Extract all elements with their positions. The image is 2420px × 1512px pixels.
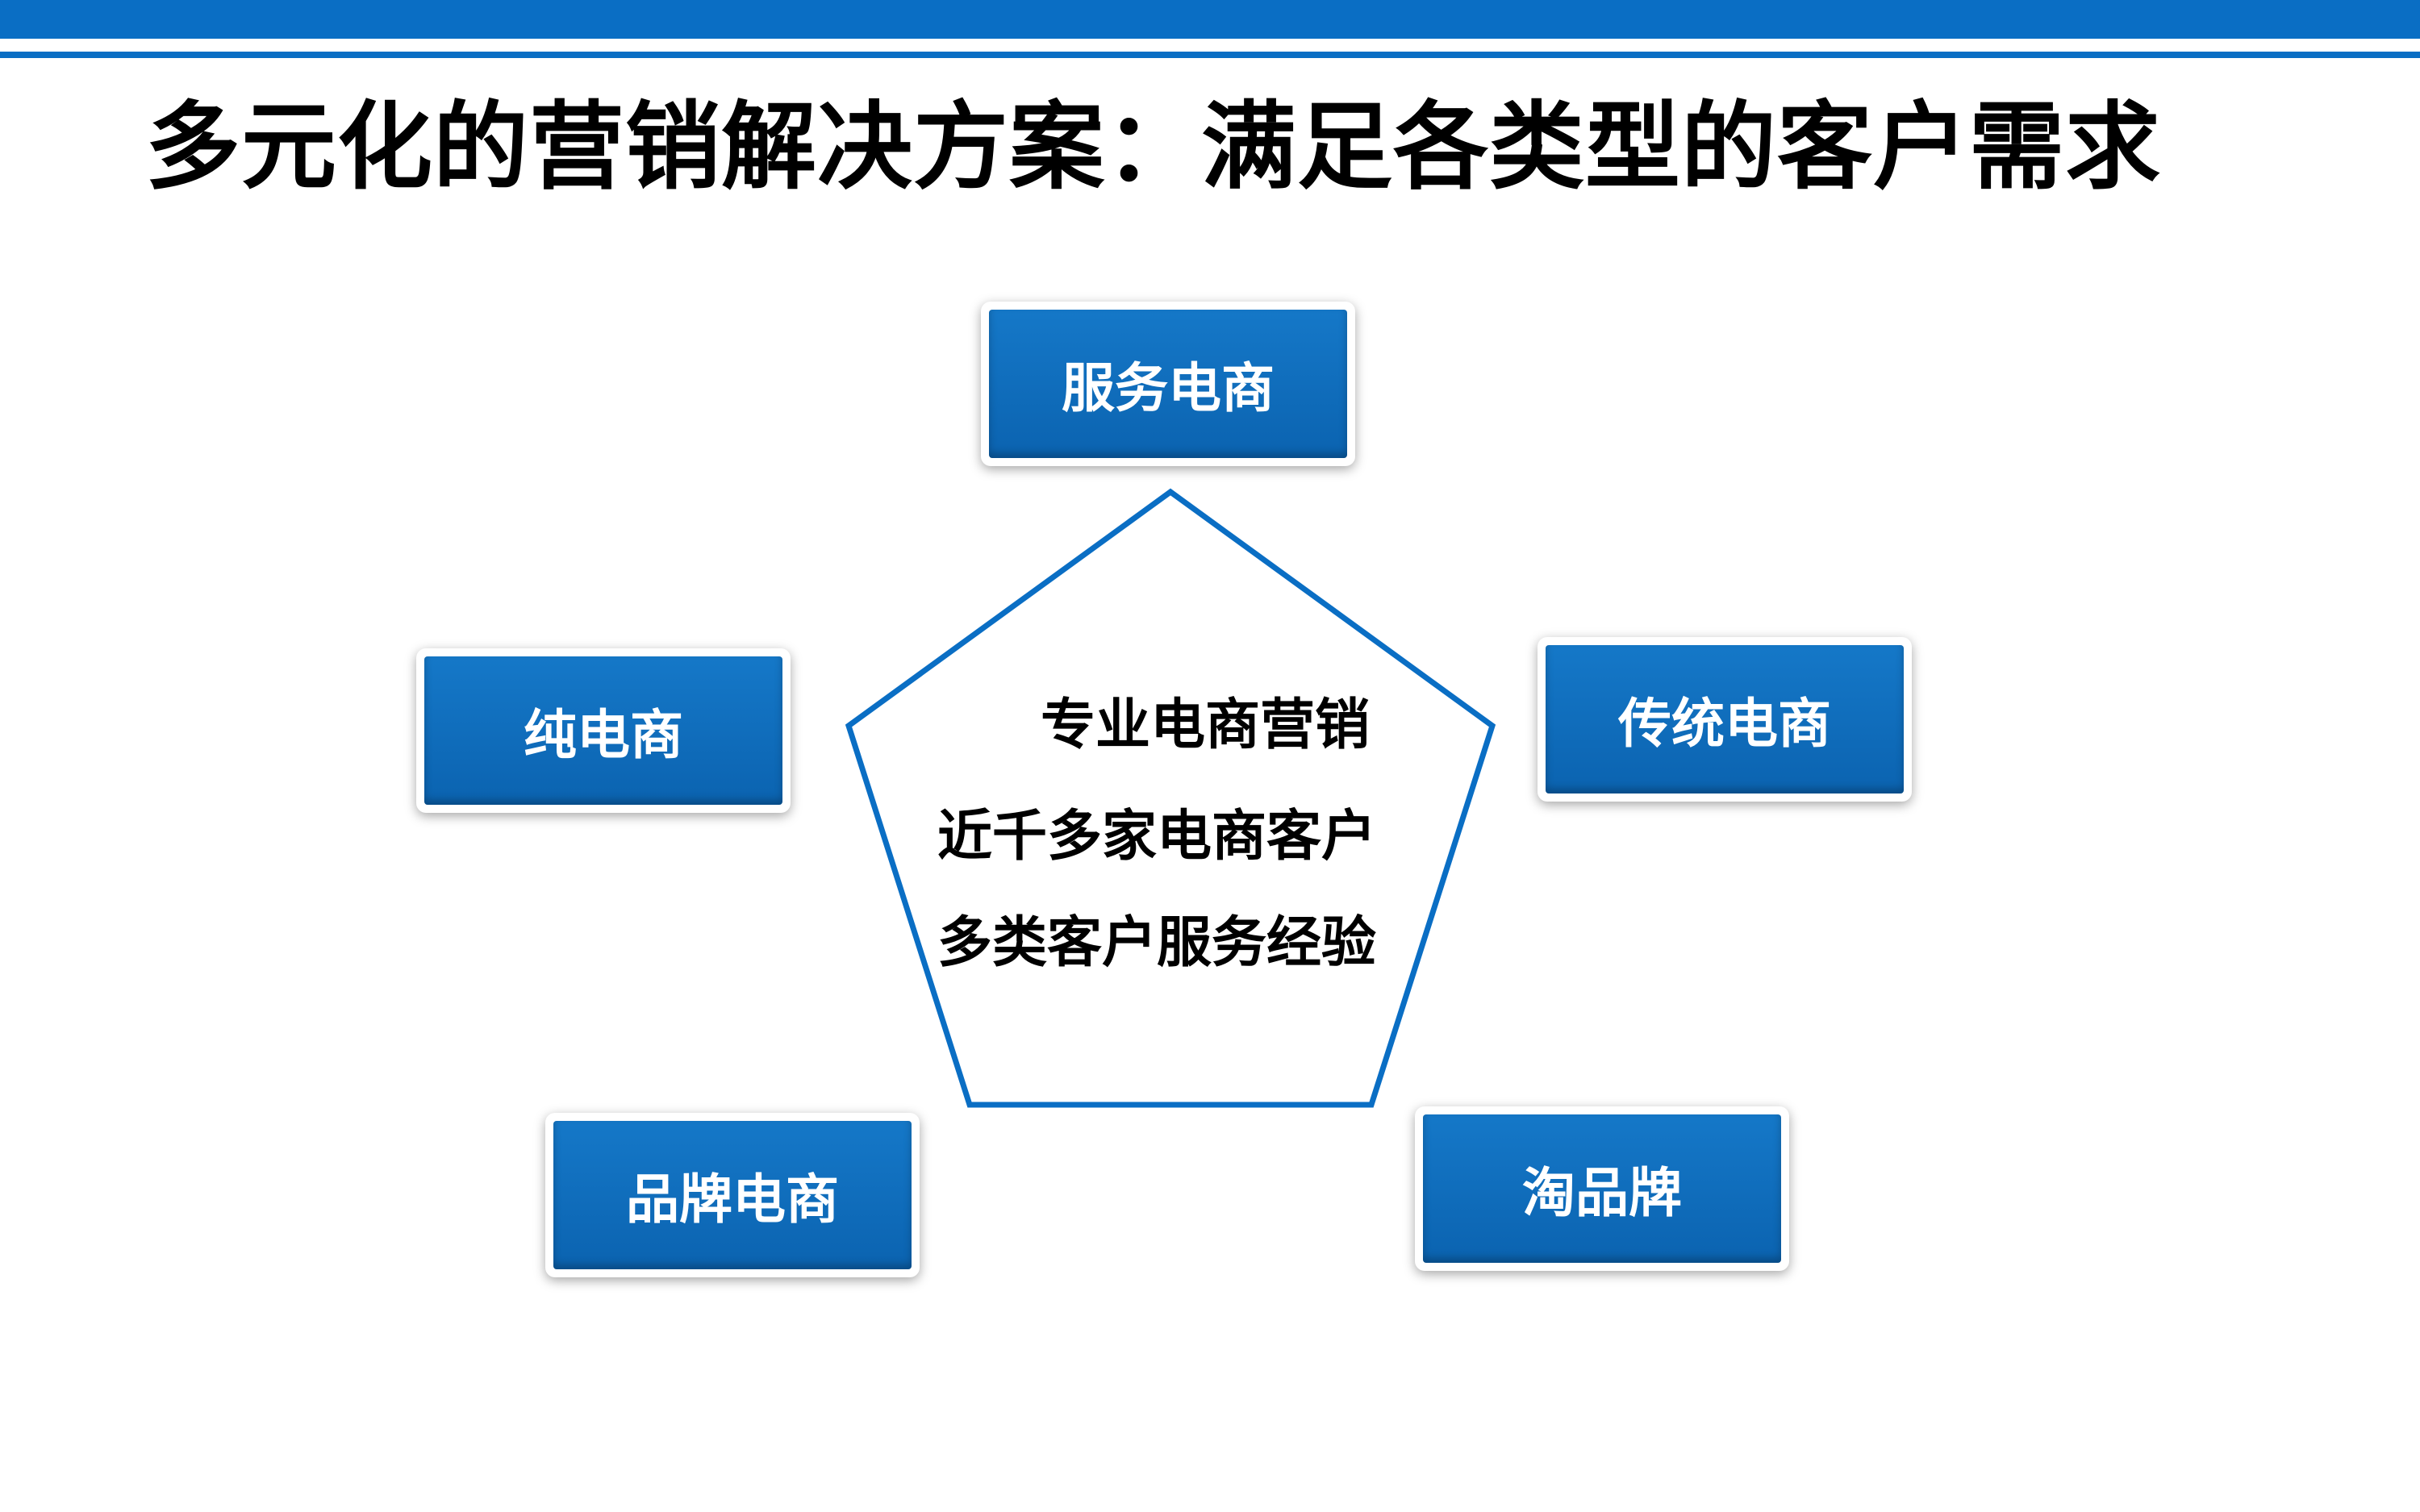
center-line-1: 专业电商营销 (1041, 694, 1371, 757)
node-label: 淘品牌 (1522, 1162, 1682, 1224)
node-traditional-ecommerce[interactable]: 传统电商 (1538, 637, 1912, 802)
node-brand-ecommerce[interactable]: 品牌电商 (545, 1113, 920, 1277)
node-label: 纯电商 (524, 704, 683, 766)
header-rule (0, 52, 2420, 58)
center-line-2: 近千多家电商客户 (937, 805, 1377, 868)
node-label: 服务电商 (1062, 357, 1275, 419)
center-line-3: 多类客户服务经验 (937, 911, 1377, 975)
page-title: 多元化的营销解决方案：满足各类型的客户需求 (145, 91, 2162, 202)
node-label: 品牌电商 (626, 1168, 839, 1231)
header-bar (0, 0, 2420, 39)
node-label: 传统电商 (1618, 693, 1831, 755)
node-taobao-brand[interactable]: 淘品牌 (1415, 1106, 1789, 1271)
node-pure-ecommerce[interactable]: 纯电商 (416, 648, 791, 813)
node-service-ecommerce[interactable]: 服务电商 (981, 302, 1355, 466)
pentagon-shape (845, 488, 1496, 1108)
